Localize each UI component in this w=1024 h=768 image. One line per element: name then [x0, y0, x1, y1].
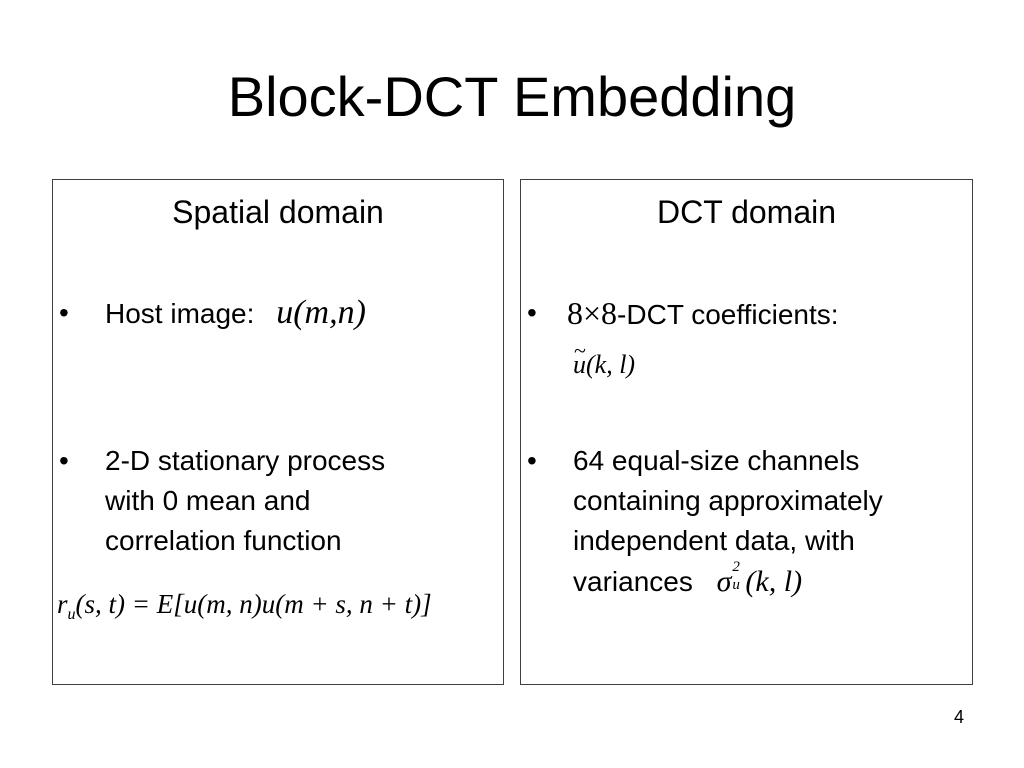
- stationary-line-1: 2-D stationary process: [105, 445, 386, 476]
- sigma-symbol: σ: [716, 565, 732, 598]
- channels-line-2: containing approximately: [573, 485, 883, 516]
- host-image-label: Host image:: [105, 298, 255, 329]
- bullet-dot: •: [59, 297, 69, 328]
- formula-r: r: [57, 589, 68, 619]
- dct-size-math: 8×8: [567, 295, 618, 331]
- bullet-dot: •: [527, 445, 537, 476]
- host-image-math: u(m,n): [276, 294, 366, 331]
- sigma-args: (k, l): [745, 565, 803, 598]
- formula-r-sub: u: [67, 606, 76, 623]
- bullet-dot: •: [527, 297, 537, 328]
- dct-coefficient-symbol: ~ u (k, l): [573, 338, 636, 385]
- panel-heading-spatial: Spatial domain: [172, 194, 384, 230]
- dct-coefficients-label: -DCT coefficients:: [617, 299, 839, 330]
- formula-args: (s, t) =: [75, 589, 157, 619]
- correlation-formula: ru(s, t) = E[u(m, n)u(m + s, n + t)]: [57, 584, 501, 635]
- bullet-dot: •: [59, 445, 69, 476]
- stationary-line-2: with 0 mean and: [105, 485, 311, 516]
- coeff-u: u: [573, 350, 586, 379]
- channels-line-4: variances: [573, 566, 693, 597]
- coeff-args: (k, l): [586, 350, 636, 379]
- sigma-subscript: u: [732, 577, 740, 593]
- spatial-domain-panel: Spatial domain • Host image: u(m,n) • 2-…: [52, 179, 504, 685]
- sigma-superscript: 2: [732, 559, 740, 575]
- channels-line-1: 64 equal-size channels: [573, 445, 860, 476]
- formula-expectation: E[u(m, n)u(m + s, n + t)]: [156, 589, 432, 619]
- panel-heading-dct: DCT domain: [656, 194, 837, 230]
- page-number: 4: [953, 707, 964, 727]
- dct-domain-panel: DCT domain • 8×8-DCT coefficients: ~ u (…: [520, 179, 973, 685]
- tilde-accent: ~: [574, 338, 586, 363]
- channels-line-3: independent data, with: [573, 525, 855, 556]
- slide-title: Block-DCT Embedding: [227, 65, 797, 128]
- stationary-line-3: correlation function: [105, 525, 342, 556]
